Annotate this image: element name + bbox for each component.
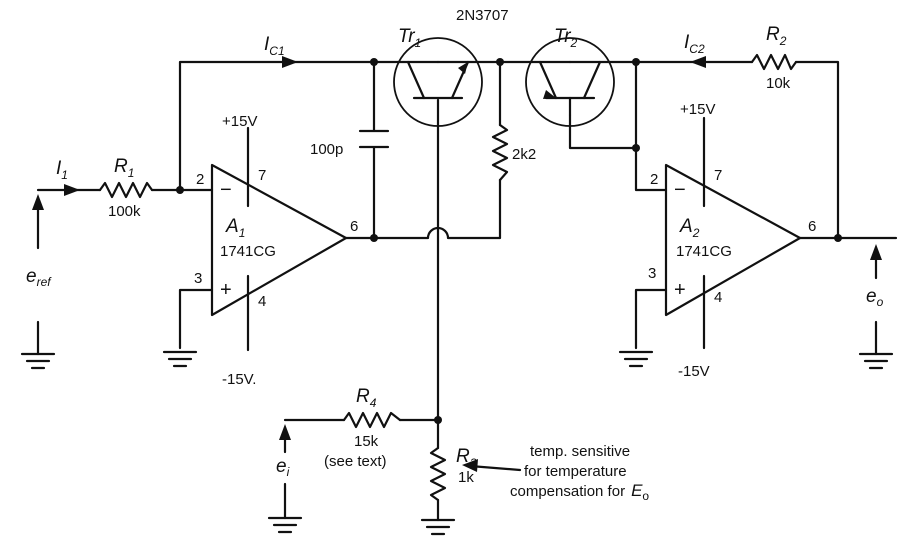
a1-noninverting-sign: + <box>220 279 232 301</box>
a1-pin-6: 6 <box>350 218 358 235</box>
ground-icon <box>420 518 456 536</box>
capacitor-100p <box>358 129 390 149</box>
r3-resistor <box>429 446 447 502</box>
a1-pin-4: 4 <box>258 293 266 310</box>
a2-label: A2 <box>679 216 700 240</box>
a1-neg-supply: -15V. <box>222 371 256 388</box>
ground-icon <box>20 320 56 370</box>
r2-value: 10k <box>766 75 791 92</box>
voltage-arrows <box>32 194 882 472</box>
wire-feedback-top <box>178 60 440 192</box>
a2-inverting-sign: − <box>674 179 686 201</box>
ground-icon <box>162 350 198 368</box>
eo-label: eo <box>866 286 884 309</box>
junction-dot <box>370 234 378 242</box>
junction-dot <box>434 416 442 424</box>
junction-dots <box>176 58 842 424</box>
r1-resistor <box>98 181 154 199</box>
i1-label: I1 <box>56 158 68 182</box>
note-pointer-line <box>468 464 522 472</box>
r2-resistor <box>750 53 798 71</box>
eo-arrow-icon <box>870 244 882 260</box>
r2-label: R2 <box>766 24 787 48</box>
junction-dot <box>370 58 378 66</box>
r3-value: 1k <box>458 469 474 486</box>
a1-pos-supply: +15V <box>222 113 257 130</box>
junction-dot <box>834 234 842 242</box>
junction-dot <box>176 186 184 194</box>
wire-r2-to-output <box>794 60 840 240</box>
a1-pin-7: 7 <box>258 167 266 184</box>
i1-arrow <box>64 184 80 196</box>
wires <box>36 60 898 522</box>
a2-pin-3: 3 <box>648 265 656 282</box>
capacitor-value: 100p <box>310 141 343 158</box>
eref-arrow-icon <box>32 194 44 210</box>
eref-label: eref <box>26 266 52 289</box>
wire-a2-noninv-ground <box>634 288 668 350</box>
ground-icon <box>267 482 303 534</box>
a2-pos-supply: +15V <box>680 101 715 118</box>
a1-pin-2: 2 <box>196 171 204 188</box>
wire-tr2-collector <box>568 60 638 150</box>
note-line-1: temp. sensitive <box>530 443 630 460</box>
resistor-2k2-value: 2k2 <box>512 146 536 163</box>
a2-noninverting-sign: + <box>674 279 686 301</box>
junction-dot <box>632 144 640 152</box>
a2-neg-supply: -15V <box>678 363 710 380</box>
a1-inverting-sign: − <box>220 179 232 201</box>
r4-value: 15k <box>354 433 379 450</box>
ei-label: ei <box>276 456 290 479</box>
a2-pin-4: 4 <box>714 289 722 306</box>
a1-part: 1741CG <box>220 243 276 260</box>
ground-icon <box>618 350 654 368</box>
r4-label: R4 <box>356 386 377 410</box>
a2-pin-2: 2 <box>650 171 658 188</box>
a1-label: A1 <box>225 216 245 240</box>
r1-value: 100k <box>108 203 141 220</box>
op-amp-a1 <box>210 163 348 317</box>
res-2k2-resistor <box>491 123 509 182</box>
wire-a1-noninv-ground <box>178 288 214 350</box>
junction-dot <box>496 58 504 66</box>
r3-label: R3 <box>456 446 477 470</box>
r4-resistor <box>342 411 402 429</box>
a2-pin-6: 6 <box>808 218 816 235</box>
tr2-label: Tr2 <box>554 26 578 50</box>
note-line-2: for temperature <box>524 463 627 480</box>
wire-to-a2-inv <box>634 146 668 192</box>
tr1-label: Tr1 <box>398 26 421 50</box>
ground-icon <box>858 320 894 370</box>
wire-a1-output <box>344 178 502 240</box>
junction-dot <box>632 58 640 66</box>
text-labels: 2N3707 Tr1 Tr2 IC1 IC2 R2 10k I1 R1 100k… <box>26 7 884 503</box>
ic1-label: IC1 <box>264 34 285 58</box>
r4-note: (see text) <box>324 453 387 470</box>
a2-part: 1741CG <box>676 243 732 260</box>
part-number-label: 2N3707 <box>456 7 509 24</box>
op-amp-a2 <box>664 163 802 317</box>
a1-pin-3: 3 <box>194 270 202 287</box>
r1-label: R1 <box>114 156 134 180</box>
ic2-arrow <box>690 56 706 68</box>
ic1-arrow <box>282 56 298 68</box>
ground-symbols <box>20 320 894 536</box>
a2-pin-7: 7 <box>714 167 722 184</box>
ic2-label: IC2 <box>684 32 705 56</box>
note-pointer-icon <box>462 459 478 472</box>
transistor-tr1 <box>393 37 483 127</box>
ei-arrow-icon <box>279 424 291 440</box>
transistor-tr2 <box>525 37 615 127</box>
